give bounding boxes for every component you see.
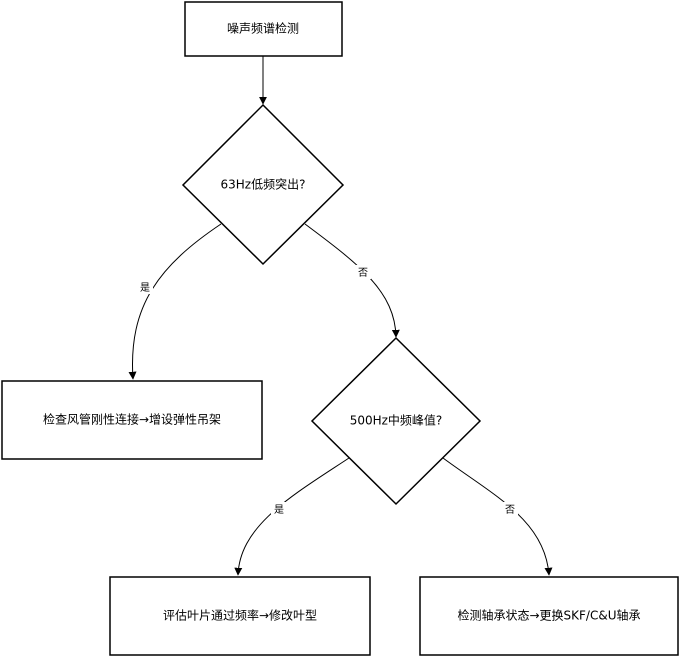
node-action-blade-label: 评估叶片通过频率→修改叶型 (163, 608, 317, 623)
node-decision-500hz-label: 500Hz中频峰值? (350, 413, 443, 428)
edge-500hz-yes (234, 457, 350, 576)
edge-500hz-no (442, 457, 553, 576)
edge-label-yes-2: 是 (274, 504, 284, 516)
edge-63hz-no (304, 223, 400, 338)
node-action-duct-label: 检查风管刚性连接→增设弹性吊架 (43, 412, 221, 427)
node-start-label: 噪声频谱检测 (227, 21, 299, 36)
node-start[interactable] (184, 1, 343, 57)
edge-label-no-1: 否 (358, 267, 368, 279)
node-decision-500hz[interactable] (310, 336, 482, 506)
edge-63hz-yes (128, 223, 222, 380)
edge-label-yes-1: 是 (140, 282, 150, 294)
node-action-duct[interactable] (1, 380, 263, 460)
edge-label-no-2: 否 (505, 504, 515, 516)
node-action-bearing[interactable] (419, 576, 679, 656)
node-action-blade[interactable] (109, 576, 371, 656)
node-decision-63hz-label: 63Hz低频突出? (221, 177, 306, 192)
node-action-bearing-label: 检测轴承状态→更换SKF/C&U轴承 (457, 608, 640, 623)
node-decision-63hz[interactable] (181, 103, 345, 266)
